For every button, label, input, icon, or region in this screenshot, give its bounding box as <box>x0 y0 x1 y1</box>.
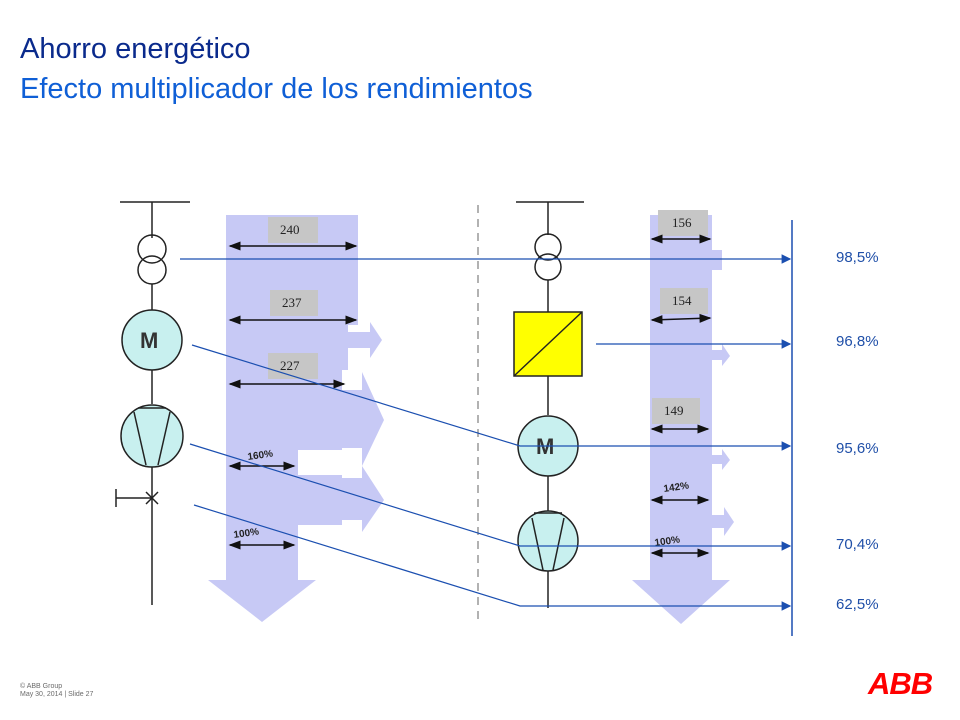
left-value-box-237 <box>270 290 318 316</box>
right-percent-100: 100% <box>654 535 681 549</box>
right-schematic <box>513 201 584 608</box>
footer-date-slide: May 30, 2014 | Slide 27 <box>20 691 94 698</box>
right-value-149: 149 <box>664 403 684 418</box>
left-value-box-240 <box>268 217 318 243</box>
right-value-154: 154 <box>672 293 692 308</box>
left-energy-flow <box>208 215 384 622</box>
efficiency-label-2: 96,8% <box>836 333 879 350</box>
right-value-box-149 <box>652 398 700 424</box>
slide-subtitle: Efecto multiplicador de los rendimientos <box>20 73 533 105</box>
left-value-227: 227 <box>280 358 300 373</box>
abb-logo: ABB <box>868 666 933 701</box>
left-percent-100: 100% <box>233 527 260 541</box>
efficiency-label-3: 95,6% <box>836 440 879 457</box>
efficiency-label-5: 62,5% <box>836 596 879 613</box>
left-value-240: 240 <box>280 222 300 237</box>
left-value-box-227 <box>268 353 318 379</box>
left-motor-label: M <box>140 328 158 353</box>
right-percent-142: 142% <box>663 481 690 495</box>
right-value-box-154 <box>660 288 708 314</box>
slide-title: Ahorro energético <box>20 33 251 65</box>
efficiency-connectors <box>180 254 792 611</box>
efficiency-label-1: 98,5% <box>836 249 879 266</box>
right-value-box-156 <box>658 210 708 236</box>
left-value-237: 237 <box>282 295 302 310</box>
left-percent-160: 160% <box>247 449 274 463</box>
left-schematic <box>115 201 190 605</box>
efficiency-label-4: 70,4% <box>836 536 879 553</box>
right-value-156: 156 <box>672 215 692 230</box>
footer-copyright: © ABB Group <box>20 683 63 690</box>
